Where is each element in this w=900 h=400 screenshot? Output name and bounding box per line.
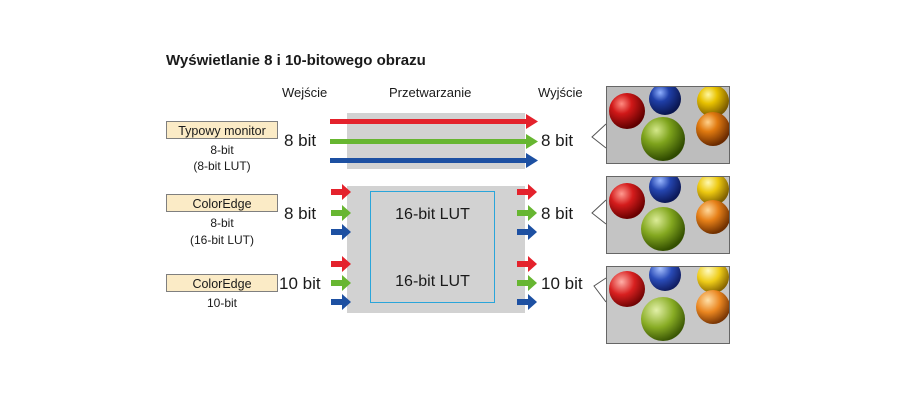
- row3-out-green-arrow: [517, 275, 537, 291]
- row1-output-bits: 8 bit: [541, 131, 574, 150]
- row2-device-tag: ColorEdge: [166, 194, 278, 212]
- lut-label-row3: 16-bit LUT: [395, 273, 470, 290]
- output-column-header: Wyjście: [538, 85, 583, 100]
- row2-out-blue-arrow: [517, 224, 537, 240]
- row2-out-red-arrow: [517, 184, 537, 200]
- input-column-header: Wejście: [282, 85, 328, 100]
- row3-out-red-arrow: [517, 256, 537, 272]
- row1-sample-photo: [606, 86, 730, 164]
- row3-input-bits: 10 bit: [279, 274, 321, 293]
- row2-in-green-arrow: [331, 205, 351, 221]
- row3-in-green-arrow: [331, 275, 351, 291]
- row2-in-red-arrow: [331, 184, 351, 200]
- row2-input-bits: 8 bit: [284, 204, 317, 223]
- row3-output-bits: 10 bit: [541, 274, 583, 293]
- row3-device-tag: ColorEdge: [166, 274, 278, 292]
- diagram-title: Wyświetlanie 8 i 10-bitowego obrazu: [166, 52, 426, 69]
- row1-callout-pointer: [591, 123, 607, 149]
- row2-callout-pointer: [591, 199, 607, 225]
- processing-column-header: Przetwarzanie: [389, 85, 472, 100]
- row3-in-blue-arrow: [331, 294, 351, 310]
- lut-box: [370, 191, 495, 303]
- row1-red-arrow: [330, 114, 538, 129]
- row2-bit-depth: 8-bit: [210, 216, 234, 230]
- row1-blue-arrow: [330, 153, 538, 168]
- row2-lut-depth: (16-bit LUT): [189, 233, 254, 247]
- row3-bit-depth: 10-bit: [206, 296, 238, 310]
- row1-lut-depth: (8-bit LUT): [193, 159, 251, 173]
- row2-sample-photo: [606, 176, 730, 254]
- lut-label-row2: 16-bit LUT: [395, 206, 470, 223]
- row3-callout-pointer: [593, 277, 607, 303]
- processing-panel-rows2-3: [347, 186, 525, 313]
- row1-input-bits: 8 bit: [284, 131, 317, 150]
- row1-bit-depth: 8-bit: [210, 143, 234, 157]
- row3-in-red-arrow: [331, 256, 351, 272]
- row2-out-green-arrow: [517, 205, 537, 221]
- row2-in-blue-arrow: [331, 224, 351, 240]
- row3-out-blue-arrow: [517, 294, 537, 310]
- row3-sample-photo: [606, 266, 730, 344]
- row2-output-bits: 8 bit: [541, 204, 574, 223]
- row1-green-arrow: [330, 134, 538, 149]
- row1-device-tag: Typowy monitor: [166, 121, 278, 139]
